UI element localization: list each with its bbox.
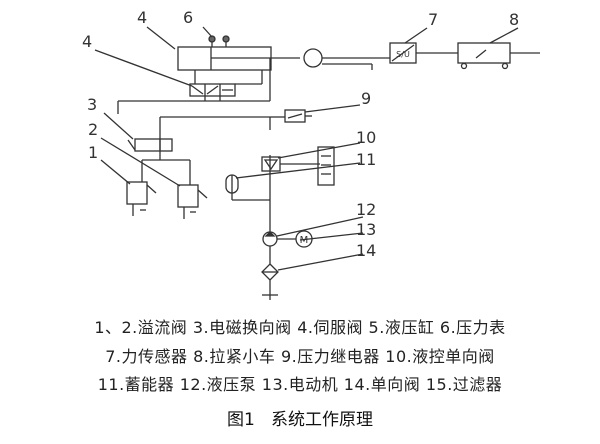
legend-line-2: 7.力传感器 8.拉紧小车 9.压力继电器 10.液控单向阀 [105, 347, 495, 366]
legend-line-3: 11.蓄能器 12.液压泵 13.电动机 14.单向阀 15.过滤器 [97, 375, 503, 394]
callout-4-servo: 4 [82, 32, 92, 51]
callout-10: 10 [356, 128, 376, 147]
hydraulic-schematic: M S/U 4 6 7 8 4 3 2 1 9 10 11 12 13 14 [82, 8, 540, 300]
callout-7: 7 [428, 10, 438, 29]
callout-6: 6 [183, 8, 193, 27]
callout-4-cylinder: 4 [137, 8, 147, 27]
pilot-check-valve [261, 156, 281, 172]
legend-line-1: 1、2.溢流阀 3.电磁换向阀 4.伺服阀 5.液压缸 6.压力表 [94, 318, 506, 337]
callout-14: 14 [356, 241, 376, 260]
motor-label: M [300, 235, 309, 246]
pulley [303, 48, 390, 70]
figure-caption: 图1 系统工作原理 [226, 410, 374, 430]
accumulator [225, 174, 239, 194]
callout-13: 13 [356, 220, 376, 239]
callout-8: 8 [509, 10, 519, 29]
callout-1: 1 [88, 143, 98, 162]
solenoid-directional-valve [127, 138, 173, 152]
pressure-gauge-icon [208, 35, 230, 47]
callout-11: 11 [356, 150, 376, 169]
check-valve [261, 263, 279, 281]
force-sensor-label: S/U [396, 50, 410, 59]
callout-3: 3 [87, 95, 97, 114]
callout-2: 2 [88, 120, 98, 139]
pressure-relay [284, 109, 312, 123]
hydraulic-cylinder [177, 46, 300, 71]
tension-trolley [457, 42, 540, 70]
servo-valve [189, 83, 236, 97]
relief-valve-2 [177, 184, 208, 219]
relief-valve-1 [126, 181, 157, 216]
hydraulic-pump [262, 231, 278, 247]
callout-9: 9 [361, 89, 371, 108]
callout-12: 12 [356, 200, 376, 219]
